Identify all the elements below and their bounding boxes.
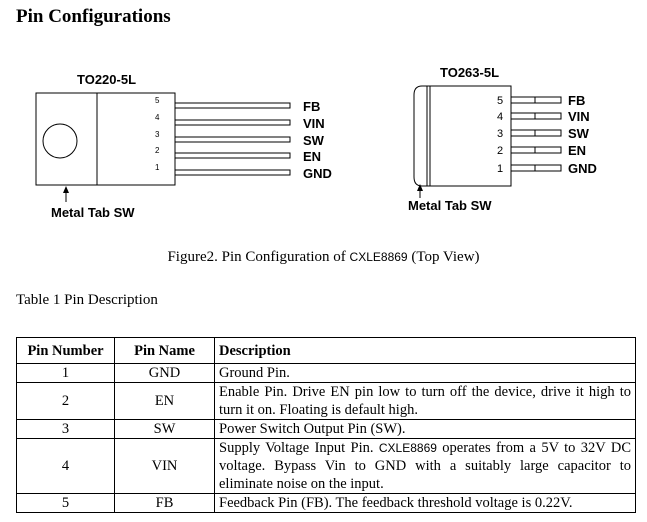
to220-pin-name: EN	[303, 149, 321, 164]
to220-tab	[35, 92, 98, 186]
to220-pin-number: 2	[155, 146, 160, 155]
header-pin-name: Pin Name	[114, 337, 215, 364]
figure-caption: Figure2. Pin Configuration of CXLE8869 (…	[0, 249, 647, 266]
to220-pin-name: GND	[303, 166, 332, 181]
pin-description-cell: Supply Voltage Input Pin. CXLE8869 opera…	[214, 438, 636, 494]
table-row: 5 FB Feedback Pin (FB). The feedback thr…	[16, 493, 636, 513]
to263-pin-name: SW	[568, 126, 590, 141]
pin-name-cell: EN	[114, 382, 215, 420]
to263-pin-name: EN	[568, 143, 586, 158]
to263-pin-foot	[534, 129, 562, 137]
pin-number-cell: 3	[16, 419, 115, 439]
pin-description-table: Pin Number Pin Name Description 1 GND Gr…	[16, 337, 636, 513]
to220-body	[96, 92, 176, 186]
pin-number-cell: 4	[16, 438, 115, 494]
to263-tab	[413, 85, 427, 187]
to220-pin-number: 4	[155, 113, 160, 122]
to220-pin-number: 3	[155, 130, 160, 139]
caption-suffix: (Top View)	[407, 249, 480, 265]
to263-pin-name: GND	[568, 161, 597, 176]
to263-pin-name: VIN	[568, 109, 590, 124]
to220-pin-number: 5	[155, 96, 160, 105]
table-row: 4 VIN Supply Voltage Input Pin. CXLE8869…	[16, 438, 636, 494]
pin-name-cell: VIN	[114, 438, 215, 494]
to220-pin-lead	[174, 152, 291, 159]
pin-number-cell: 1	[16, 363, 115, 383]
table-title: Table 1 Pin Description	[16, 292, 158, 308]
to220-tab-label: Metal Tab SW	[51, 205, 135, 220]
to263-pin-number: 1	[497, 163, 503, 175]
to220-pin-name: SW	[303, 133, 325, 148]
pin-number-cell: 5	[16, 493, 115, 513]
to220-pin-lead	[174, 169, 291, 176]
table-row: 2 EN Enable Pin. Drive EN pin low to tur…	[16, 382, 636, 420]
to263-pin-number: 3	[497, 128, 503, 140]
to263-pin-number: 5	[497, 95, 503, 107]
pin-name-cell: GND	[114, 363, 215, 383]
pin-name-cell: SW	[114, 419, 215, 439]
pin-description-cell: Power Switch Output Pin (SW).	[214, 419, 636, 439]
table-header-row: Pin Number Pin Name Description	[16, 337, 636, 364]
to220-pin-number: 1	[155, 163, 160, 172]
header-pin-number: Pin Number	[16, 337, 115, 364]
page-heading: Pin Configurations	[16, 6, 171, 27]
to263-tab-arrowhead	[417, 184, 423, 191]
to220-tab-arrowhead	[63, 186, 69, 193]
pin-name-cell: FB	[114, 493, 215, 513]
to263-pin-foot	[534, 164, 562, 172]
to220-title: TO220-5L	[77, 72, 136, 87]
to220-pin-name: FB	[303, 99, 320, 114]
to263-pin-foot	[534, 146, 562, 154]
to263-pin-foot	[534, 96, 562, 104]
to263-pin-number: 4	[497, 111, 503, 123]
table-row: 3 SW Power Switch Output Pin (SW).	[16, 419, 636, 439]
description-prefix: Supply Voltage Input Pin.	[219, 440, 379, 456]
to220-pin-lead	[174, 136, 291, 143]
to263-pin-number: 2	[497, 145, 503, 157]
pin-description-cell: Enable Pin. Drive EN pin low to turn off…	[214, 382, 636, 420]
to263-pin-name: FB	[568, 93, 585, 108]
caption-chip-name: CXLE8869	[349, 250, 408, 264]
header-description: Description	[214, 337, 636, 364]
to263-tab-label: Metal Tab SW	[408, 198, 492, 213]
pin-description-cell: Ground Pin.	[214, 363, 636, 383]
caption-prefix: Figure2. Pin Configuration of	[167, 249, 350, 265]
to263-title: TO263-5L	[440, 65, 499, 80]
to220-pin-lead	[174, 119, 291, 126]
table-row: 1 GND Ground Pin.	[16, 363, 636, 383]
to263-pin-foot	[534, 112, 562, 120]
description-chip-name: CXLE8869	[378, 441, 437, 455]
pin-number-cell: 2	[16, 382, 115, 420]
to220-mounting-hole	[42, 123, 78, 159]
to220-pin-lead	[174, 102, 291, 109]
to220-pin-name: VIN	[303, 116, 325, 131]
description-suffix: operates from a 5V to 32V DC voltage. By…	[219, 440, 631, 492]
pin-description-cell: Feedback Pin (FB). The feedback threshol…	[214, 493, 636, 513]
